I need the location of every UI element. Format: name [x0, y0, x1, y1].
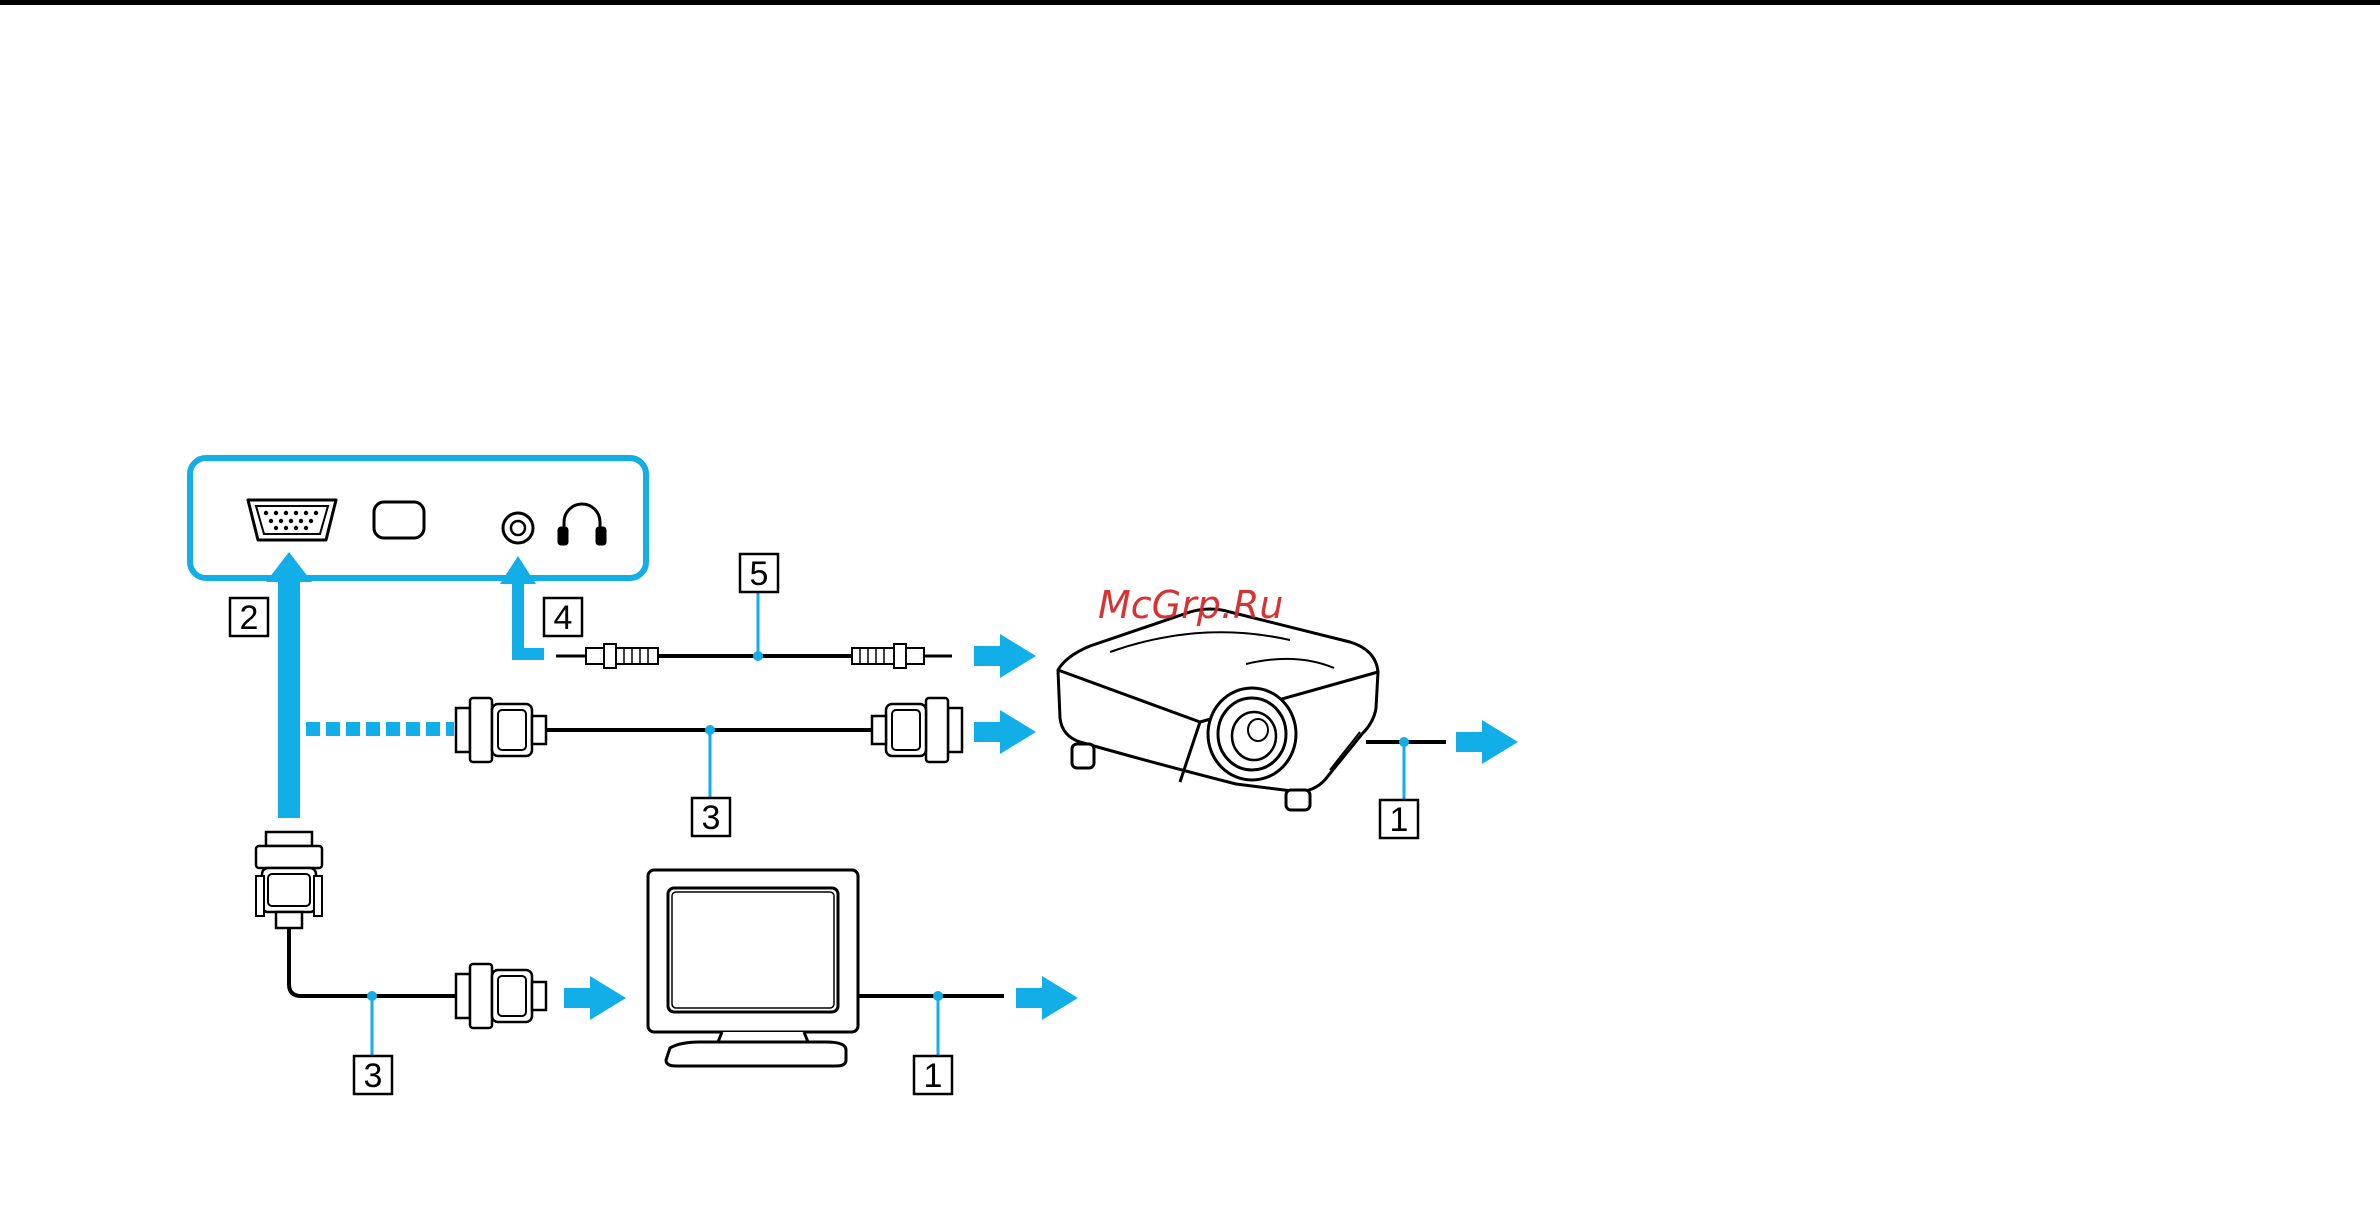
callout-4: 4 — [544, 598, 582, 637]
vga-plug-monitor-end — [456, 964, 546, 1028]
dashed-link — [306, 722, 454, 736]
callout-5-label: 5 — [750, 555, 769, 593]
callout-1-monitor-label: 1 — [924, 1057, 943, 1095]
arrow-audio-to-projector — [974, 634, 1036, 678]
vga-cable-monitor — [256, 832, 546, 1056]
vga-cable-projector — [456, 698, 962, 800]
callout-3-projector-label: 3 — [702, 799, 721, 837]
audio-plug-left — [556, 644, 658, 668]
vga-plug-projector-left — [456, 698, 546, 762]
callout-3-projector: 3 — [692, 798, 730, 837]
audio-plug-right — [852, 644, 952, 668]
vga-plug-projector-right — [872, 698, 962, 762]
arrow-up-vga — [266, 552, 312, 818]
callout-2: 2 — [230, 598, 268, 637]
callout-5: 5 — [740, 554, 778, 593]
audio-jack-icon — [503, 513, 533, 543]
monitor-icon — [648, 870, 1004, 1066]
flow-arrows — [266, 552, 1518, 1020]
vga-plug-vertical — [256, 832, 322, 928]
arrow-projector-power — [1456, 720, 1518, 764]
callout-3-monitor: 3 — [354, 1056, 392, 1095]
laptop-port-panel — [190, 458, 646, 578]
arrow-vga-to-projector — [974, 710, 1036, 754]
hdmi-port-icon — [374, 502, 424, 538]
watermark-text: McGrp.Ru — [1098, 583, 1283, 627]
projector-icon — [1058, 609, 1446, 810]
callout-1-projector-label: 1 — [1390, 801, 1409, 839]
arrow-vga-to-monitor — [564, 976, 626, 1020]
callout-1-monitor: 1 — [914, 1056, 952, 1095]
callout-1-projector: 1 — [1380, 800, 1418, 839]
callout-2-label: 2 — [240, 599, 259, 637]
vga-port-icon — [248, 500, 336, 540]
callout-3-monitor-label: 3 — [364, 1057, 383, 1095]
arrow-monitor-power — [1016, 976, 1078, 1020]
callout-4-label: 4 — [554, 599, 573, 637]
